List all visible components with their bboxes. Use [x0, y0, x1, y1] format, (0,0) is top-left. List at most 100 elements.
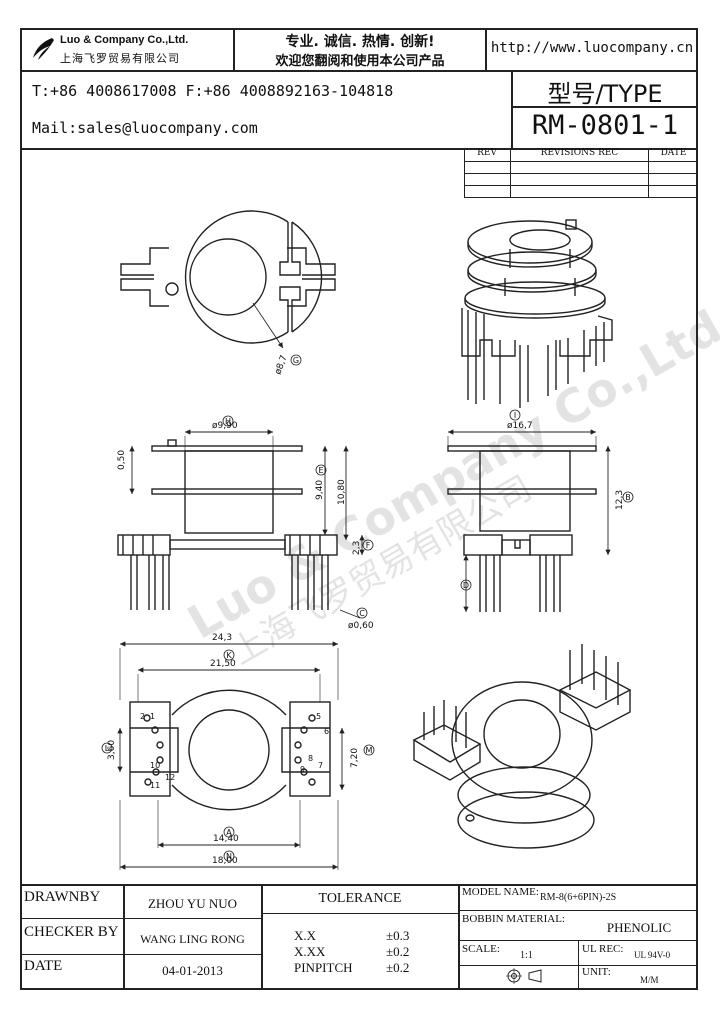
slogan-line-1: 专业. 诚信. 热情. 创新!	[285, 34, 435, 50]
pin-label: 7	[318, 761, 323, 770]
rev-col-line-1	[510, 148, 511, 198]
rev-row-line-3	[464, 185, 698, 186]
marker-e: E	[318, 466, 323, 475]
tol-pin-label: PINPITCH	[294, 960, 353, 975]
marker-n: N	[226, 852, 232, 861]
tol-pin-value: ±0.2	[386, 960, 410, 975]
header-divider-1	[20, 70, 698, 72]
dim-2150: 21,50	[210, 659, 236, 669]
tol-xx-label: X.X	[294, 928, 317, 943]
marker-d: D	[463, 581, 469, 590]
rev-row-line-2	[464, 173, 698, 174]
tol-xxx-label: X.XX	[294, 944, 326, 959]
tb-vline-2	[261, 884, 263, 990]
model-name-label: MODEL NAME:	[462, 886, 539, 898]
dim-720: 7,20	[350, 748, 360, 768]
side-view	[447, 429, 611, 612]
pin-label: 11	[150, 781, 160, 790]
pin-numbers: 1 2 5 6 7 8 9 10 11 12	[140, 712, 329, 790]
reference-markers: G H I E F B D C K L M A N	[101, 354, 634, 862]
date-value: 04-01-2013	[162, 963, 223, 978]
marker-g: G	[293, 356, 299, 365]
dim-940: 9,40	[315, 480, 325, 500]
dim-1800: 18,00	[212, 856, 238, 866]
top-view	[120, 210, 336, 349]
company-name-cn: 上海飞罗贸易有限公司	[60, 52, 180, 65]
email-line[interactable]: Mail:sales@luocompany.com	[32, 119, 258, 137]
marker-l: L	[105, 744, 110, 753]
scale-value: 1:1	[520, 950, 533, 961]
marker-c: C	[359, 609, 365, 618]
dim-g-dia: ø8,7	[273, 354, 289, 376]
bottom-view	[117, 641, 345, 870]
tb-hline-2	[20, 954, 261, 955]
drawing-frame	[20, 28, 698, 990]
front-view	[117, 429, 365, 619]
type-label: 型号/TYPE	[547, 80, 663, 108]
checker-label: CHECKER BY	[24, 924, 119, 940]
watermark: Luo & Company Co.,Ltd. 上海飞罗贸易有限公司	[179, 291, 720, 673]
header-divider-2	[20, 148, 698, 150]
tb-hline-6	[458, 965, 698, 966]
ul-rec-value: UL 94V-0	[634, 950, 671, 960]
company-url-link[interactable]: http://www.luocompany.cn	[490, 40, 694, 56]
dim-23: 2,3	[352, 541, 362, 555]
watermark-en: Luo & Company Co.,Ltd.	[179, 291, 720, 650]
bobbin-material-label: BOBBIN MATERIAL:	[462, 913, 565, 925]
pin-label: 1	[150, 712, 155, 721]
tb-hline-5	[458, 940, 698, 941]
pin-label: 9	[300, 765, 305, 774]
unit-value: M/M	[640, 975, 659, 985]
marker-a: A	[226, 828, 232, 837]
tb-hline-4	[458, 910, 698, 911]
tol-xxx-value: ±0.2	[386, 944, 410, 959]
isometric-bottom-view	[412, 644, 632, 849]
unit-label: UNIT:	[582, 966, 611, 978]
bobbin-material-value: PHENOLIC	[606, 920, 672, 935]
marker-i: I	[514, 411, 516, 420]
projection-symbol-icon	[506, 968, 542, 984]
rev-row-line-1	[464, 161, 698, 162]
dim-i-dia: ø16,7	[507, 421, 533, 431]
pin-label: 5	[316, 712, 321, 721]
tb-vline-3	[458, 884, 460, 990]
header-vline-1	[233, 28, 235, 70]
rev-col-line-2	[648, 148, 649, 198]
pin-label: 12	[165, 773, 175, 782]
dim-123: 12,3	[615, 490, 625, 510]
dim-1440: 14,40	[213, 834, 239, 844]
tb-vline-1	[123, 884, 125, 990]
dim-h-dia: ø9,90	[212, 421, 238, 431]
slogan-line-2: 欢迎您翻阅和使用本公司产品	[275, 54, 445, 69]
date-col-header: DATE	[660, 148, 687, 158]
pin-label: 2	[140, 712, 145, 721]
revisions-col-header: REVISIONS REC	[540, 148, 619, 158]
model-number: RM-0801-1	[531, 110, 679, 141]
ul-rec-label: UL REC:	[582, 943, 624, 955]
drawnby-label: DRAWNBY	[24, 889, 101, 905]
marker-h: H	[225, 417, 231, 426]
checker-value: WANG LING RONG	[140, 932, 245, 946]
pin-label: 6	[324, 727, 329, 736]
tb-hline-1	[20, 918, 261, 919]
rev-col-header: REV	[477, 148, 497, 158]
tb-hline-3	[261, 913, 458, 914]
model-name-value: RM-8(6+6PIN)-2S	[540, 892, 617, 903]
company-name-en: Luo & Company Co.,Ltd.	[60, 34, 189, 46]
tolerance-label: TOLERANCE	[318, 891, 402, 906]
header-vline-3	[511, 70, 513, 148]
type-divider	[511, 106, 698, 108]
marker-m: M	[366, 746, 373, 755]
marker-f: F	[366, 541, 371, 550]
company-logo-icon	[33, 38, 54, 60]
dim-1080: 10,80	[337, 479, 347, 505]
date-label: DATE	[24, 958, 63, 974]
phone-fax-line: T:+86 4008617008 F:+86 4008892163-104818	[32, 82, 394, 100]
tol-xx-value: ±0.3	[386, 928, 410, 943]
drawnby-value: ZHOU YU NUO	[147, 896, 238, 911]
header-vline-2	[485, 28, 487, 70]
marker-k: K	[226, 651, 232, 660]
titleblock-top-line	[20, 884, 698, 886]
pin-label: 8	[308, 754, 313, 763]
